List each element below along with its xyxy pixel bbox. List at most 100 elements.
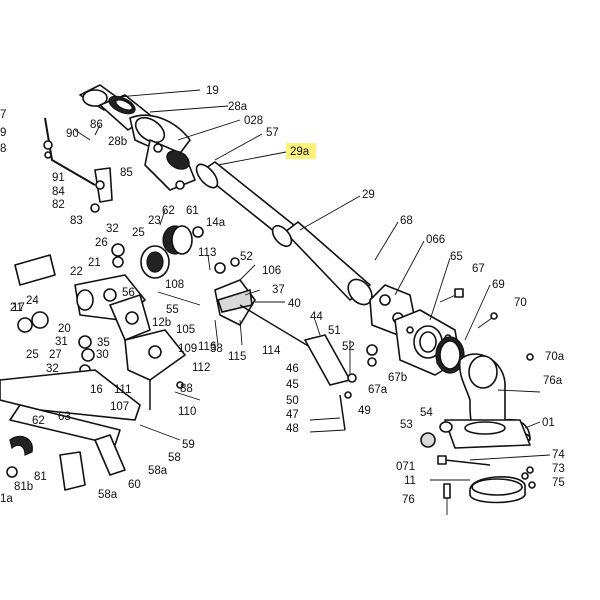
callout-67a: 67a — [368, 384, 388, 396]
callout-70a: 70a — [545, 351, 565, 363]
callout-labels: 19 28a 028 57 29a 29 68 066 65 67 69 70 … — [0, 85, 565, 506]
callout-108: 108 — [165, 279, 184, 291]
callout-81b: 81b — [14, 481, 33, 493]
leader-lines — [74, 89, 551, 481]
callout-81: 81 — [34, 471, 47, 483]
callout-58: 58 — [168, 452, 181, 464]
callout-62b: 62 — [32, 415, 45, 427]
callout-49: 49 — [358, 405, 371, 417]
callout-21b: 21 — [10, 302, 23, 314]
callout-38: 38 — [210, 343, 223, 355]
callout-17: 17 — [12, 302, 25, 314]
callout-25: 25 — [132, 227, 145, 239]
callout-40: 40 — [288, 298, 301, 310]
callout-14a: 14a — [206, 217, 226, 229]
callout-48: 48 — [286, 423, 299, 435]
callout-62: 62 — [162, 205, 175, 217]
callout-55: 55 — [166, 304, 179, 316]
callout-114: 114 — [262, 345, 281, 357]
linkage-assembly — [0, 117, 378, 491]
callout-30: 30 — [96, 349, 109, 361]
callout-37: 37 — [272, 284, 285, 296]
callout-8: 8 — [0, 143, 6, 155]
callout-46: 46 — [286, 363, 299, 375]
callout-066: 066 — [426, 234, 445, 246]
callout-01: 01 — [542, 417, 555, 429]
callout-45: 45 — [286, 379, 299, 391]
callout-32b: 32 — [46, 363, 59, 375]
callout-73: 73 — [552, 463, 565, 475]
callout-16: 16 — [90, 384, 103, 396]
callout-67: 67 — [472, 263, 485, 275]
callout-25b: 25 — [26, 349, 39, 361]
callout-70: 70 — [514, 297, 527, 309]
callout-20: 20 — [58, 323, 71, 335]
callout-86: 86 — [90, 119, 103, 131]
callout-23: 23 — [148, 215, 161, 227]
callout-26: 26 — [95, 237, 108, 249]
callout-47: 47 — [286, 409, 299, 421]
callout-115: 115 — [228, 351, 246, 363]
callout-44: 44 — [310, 311, 323, 323]
callout-90: 90 — [66, 128, 79, 140]
callout-29: 29 — [362, 189, 375, 201]
callout-12b: 12b — [152, 317, 171, 329]
callout-071: 071 — [396, 461, 415, 473]
callout-63: 63 — [58, 411, 71, 423]
callout-28b: 28b — [108, 136, 127, 148]
callout-29a: 29a — [290, 146, 310, 158]
callout-28a: 28a — [228, 101, 248, 113]
callout-19: 19 — [206, 85, 219, 97]
callout-116: 116 — [198, 341, 216, 353]
callout-51: 51 — [328, 325, 341, 337]
callout-50: 50 — [286, 395, 299, 407]
callout-88: 88 — [180, 383, 193, 395]
callout-32: 32 — [106, 223, 119, 235]
callout-61: 61 — [186, 205, 199, 217]
callout-107: 107 — [110, 401, 129, 413]
callout-83: 83 — [70, 215, 83, 227]
callout-52: 52 — [342, 341, 355, 353]
elbow-assembly — [369, 284, 536, 515]
callout-31: 31 — [55, 336, 68, 348]
callout-84: 84 — [52, 186, 65, 198]
callout-113: 113 — [198, 247, 216, 259]
callout-56: 56 — [122, 287, 135, 299]
callout-110: 110 — [178, 406, 196, 418]
callout-59: 59 — [182, 439, 195, 451]
callout-69: 69 — [492, 279, 505, 291]
callout-76a: 76a — [543, 375, 563, 387]
callout-7: 7 — [0, 109, 6, 121]
callout-028: 028 — [244, 115, 263, 127]
callout-82: 82 — [52, 199, 65, 211]
callout-11: 11 — [404, 475, 416, 487]
callout-76: 76 — [402, 494, 415, 506]
callout-22: 22 — [70, 266, 83, 278]
callout-75: 75 — [552, 477, 565, 489]
callout-57: 57 — [266, 127, 279, 139]
callout-60: 60 — [128, 479, 141, 491]
highlight-box — [286, 143, 316, 159]
callout-58a: 58a — [148, 465, 168, 477]
callout-111: 111 — [114, 384, 131, 396]
callout-65: 65 — [450, 251, 463, 263]
chute-upper-assembly — [79, 84, 196, 191]
callout-27: 27 — [49, 349, 62, 361]
callout-54: 54 — [420, 407, 433, 419]
callout-68: 68 — [400, 215, 413, 227]
callout-9: 9 — [0, 127, 6, 139]
callout-112: 112 — [192, 362, 210, 374]
callout-85: 85 — [120, 167, 133, 179]
callout-21: 21 — [88, 257, 101, 269]
discharge-tube — [195, 161, 373, 306]
callout-1a: 1a — [0, 493, 13, 505]
callout-109: 109 — [178, 343, 197, 355]
callout-91: 91 — [52, 172, 65, 184]
callout-24: 24 — [26, 295, 39, 307]
callout-52a: 52 — [240, 251, 253, 263]
callout-58a-b: 58a — [98, 489, 118, 501]
callout-74: 74 — [552, 449, 565, 461]
callout-105: 105 — [176, 324, 195, 336]
callout-106: 106 — [262, 265, 281, 277]
